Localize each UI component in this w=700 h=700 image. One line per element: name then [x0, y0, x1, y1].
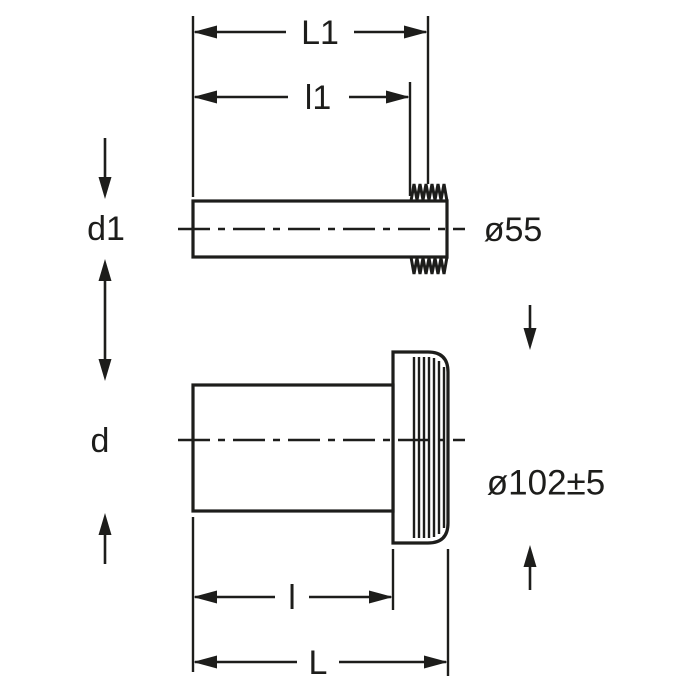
arrow-up-icon — [523, 545, 537, 567]
top-pipe-thread-lower — [409, 256, 449, 275]
arrow-right-icon — [424, 655, 448, 669]
label-diameter-55: ø55 — [484, 211, 543, 249]
dim-L1: L1 — [193, 14, 428, 52]
top-pipe-thread-upper — [409, 183, 449, 202]
label-diameter-102: ø102±5 — [487, 464, 605, 503]
arrow-left-icon — [193, 590, 217, 604]
dim-diameter-102: ø102±5 — [487, 305, 605, 590]
extension-lines — [191, 16, 450, 676]
arrow-down-icon — [98, 359, 112, 381]
label-d: d — [91, 422, 110, 460]
arrow-right-icon — [369, 590, 393, 604]
arrow-left-icon — [193, 90, 217, 104]
label-d1: d1 — [87, 210, 125, 248]
dim-l: l — [193, 579, 393, 617]
arrow-up-icon — [98, 259, 112, 281]
label-L1: L1 — [301, 14, 339, 52]
bottom-pipe — [178, 350, 465, 545]
arrow-left-icon — [193, 655, 217, 669]
dim-diameter-55: ø55 — [484, 211, 543, 249]
top-pipe — [178, 183, 465, 275]
socket-ribs — [412, 357, 446, 538]
bottom-pipe-outline — [191, 383, 395, 513]
label-l: l — [288, 579, 296, 617]
dim-l1: l1 — [193, 79, 410, 117]
label-L: L — [309, 644, 328, 682]
arrow-right-icon — [386, 90, 410, 104]
arrow-up-icon — [98, 513, 112, 535]
arrow-right-icon — [404, 25, 428, 39]
dim-d: d — [91, 359, 112, 564]
label-l1: l1 — [305, 79, 331, 117]
dim-d1: d1 — [87, 138, 125, 359]
arrow-down-icon — [523, 328, 537, 350]
arrow-down-icon — [98, 177, 112, 199]
dim-L: L — [193, 644, 448, 682]
arrow-left-icon — [193, 25, 217, 39]
